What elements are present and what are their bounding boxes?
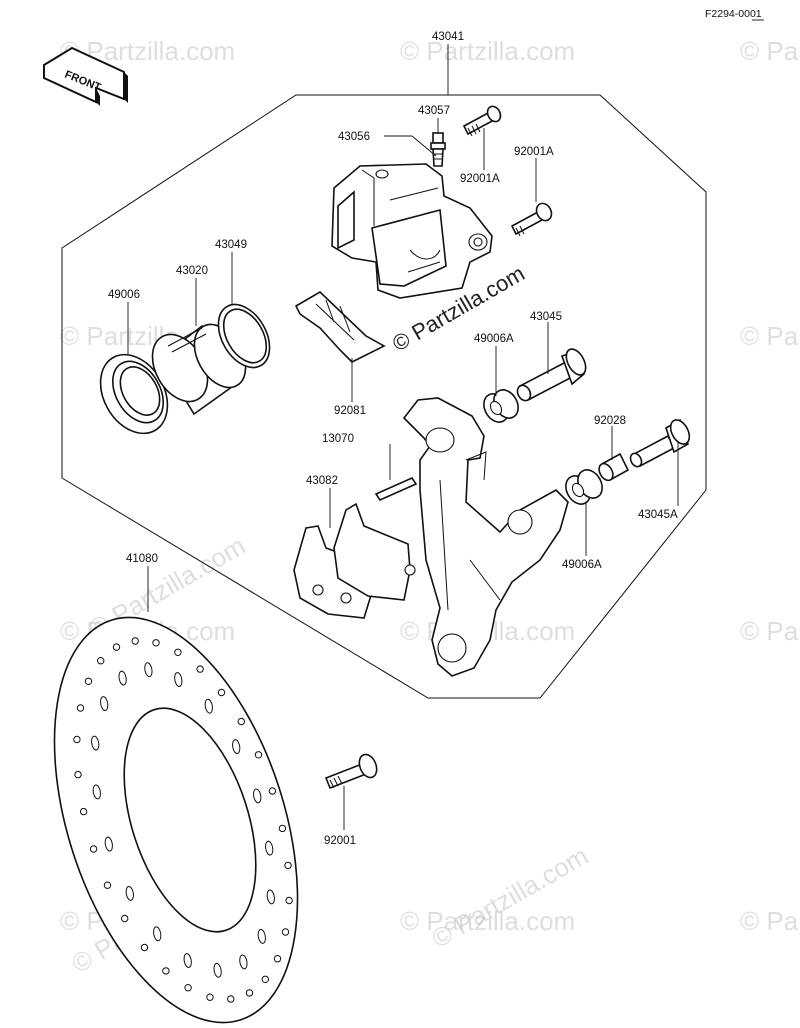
disc-vent-hole bbox=[273, 955, 282, 963]
disc-vent-hole bbox=[245, 989, 254, 997]
bolt-92001A-right bbox=[510, 202, 553, 237]
disc-vent-hole bbox=[281, 928, 290, 936]
label-49006A-upper: 49006A bbox=[474, 333, 514, 345]
pad-clip bbox=[374, 476, 418, 502]
disc-vent-hole bbox=[261, 975, 269, 983]
pad-spring bbox=[294, 291, 386, 363]
label-41080: 41080 bbox=[126, 553, 158, 565]
disc-vent-hole bbox=[153, 926, 162, 942]
disc-vent-hole bbox=[144, 662, 153, 678]
disc-vent-hole bbox=[89, 845, 98, 853]
disc-vent-hole bbox=[97, 657, 105, 665]
label-92081: 92081 bbox=[334, 405, 366, 417]
label-43041: 43041 bbox=[432, 31, 464, 43]
disc-vent-hole bbox=[285, 896, 293, 905]
reference-number: F2294-0001 bbox=[705, 8, 762, 20]
disc-vent-hole bbox=[76, 704, 85, 712]
sleeve bbox=[598, 452, 630, 482]
brake-pads bbox=[293, 502, 416, 619]
disc-vent-hole bbox=[213, 962, 222, 978]
part-labels: 43041 43057 43056 92001A 92001A 43049 43… bbox=[108, 31, 678, 847]
boot-lower bbox=[565, 469, 603, 505]
watermark: © Partzilla.com bbox=[400, 906, 575, 936]
disc-vent-hole bbox=[140, 943, 149, 952]
disc-vent-hole bbox=[162, 967, 170, 975]
disc-vent-hole bbox=[237, 717, 246, 726]
slide-pin-A bbox=[629, 418, 691, 468]
disc-vent-hole bbox=[92, 784, 101, 800]
label-43049: 43049 bbox=[215, 239, 247, 251]
disc-vent-hole bbox=[284, 861, 292, 870]
disc-vent-hole bbox=[254, 751, 263, 759]
watermark: © Partzilla.com bbox=[426, 840, 593, 954]
disc-vent-hole bbox=[152, 639, 160, 647]
leader-lines bbox=[127, 44, 679, 830]
label-43057: 43057 bbox=[418, 105, 450, 117]
disc-vent-hole bbox=[266, 889, 275, 905]
bleed-valve bbox=[430, 132, 446, 167]
watermark: © Partzilla.com bbox=[740, 36, 800, 66]
slide-pin bbox=[516, 348, 587, 402]
label-92028: 92028 bbox=[594, 415, 626, 427]
label-92001A-right: 92001A bbox=[514, 146, 554, 158]
label-43045A: 43045A bbox=[638, 509, 678, 521]
dust-seal bbox=[217, 303, 271, 369]
piston-seal bbox=[99, 353, 169, 435]
disc-vent-hole bbox=[73, 735, 81, 744]
disc-vent-hole bbox=[125, 885, 134, 901]
label-43045: 43045 bbox=[530, 311, 562, 323]
disc-vent-hole bbox=[239, 954, 248, 970]
disc-vent-hole bbox=[265, 840, 274, 856]
disc-vent-hole bbox=[183, 953, 192, 968]
disc-vent-hole bbox=[174, 672, 183, 687]
disc-vent-hole bbox=[278, 824, 287, 833]
disc-bolt bbox=[324, 753, 378, 790]
disc-vent-hole bbox=[84, 677, 93, 685]
disc-vent-hole bbox=[118, 670, 127, 686]
disc-vent-hole bbox=[257, 928, 266, 944]
disc-vent-hole bbox=[174, 648, 182, 656]
label-43056: 43056 bbox=[338, 131, 370, 143]
disc-vent-hole bbox=[253, 788, 262, 804]
label-43020: 43020 bbox=[176, 265, 208, 277]
disc-vent-hole bbox=[206, 993, 214, 1001]
disc-vent-hole bbox=[268, 787, 277, 795]
watermark: © Partzilla.com bbox=[400, 36, 575, 66]
front-arrow-icon: FRONT bbox=[43, 46, 128, 106]
disc-vent-hole bbox=[112, 643, 121, 651]
watermark: © Partzilla.com bbox=[740, 906, 800, 936]
disc-vent-hole bbox=[204, 698, 213, 714]
caliper-bracket bbox=[402, 397, 569, 677]
disc-vent-hole bbox=[103, 881, 112, 889]
bolt-92001A-top bbox=[462, 105, 502, 137]
label-49006: 49006 bbox=[108, 289, 140, 301]
caliper-body bbox=[331, 163, 493, 299]
watermark: © Partzilla.com bbox=[740, 616, 800, 646]
label-92001A-top: 92001A bbox=[460, 173, 500, 185]
disc-vent-hole bbox=[227, 995, 235, 1003]
disc-vent-hole bbox=[131, 637, 139, 645]
watermark: © Partzilla.com bbox=[740, 321, 800, 351]
label-92001: 92001 bbox=[324, 835, 356, 847]
label-43082: 43082 bbox=[306, 475, 338, 487]
assembly-outline bbox=[61, 94, 707, 699]
disc-vent-hole bbox=[184, 984, 192, 992]
disc-vent-hole bbox=[196, 665, 204, 673]
disc-vent-hole bbox=[74, 770, 82, 779]
disc-vent-hole bbox=[100, 696, 109, 712]
disc-vent-hole bbox=[217, 688, 226, 697]
label-49006A-lower: 49006A bbox=[562, 559, 602, 571]
disc-vent-hole bbox=[104, 836, 113, 852]
disc-vent-hole bbox=[232, 739, 241, 755]
disc-vent-hole bbox=[121, 914, 129, 923]
label-13070: 13070 bbox=[322, 433, 354, 445]
disc-vent-hole bbox=[91, 735, 100, 751]
brake-disc bbox=[53, 616, 299, 1024]
boot-upper bbox=[483, 389, 519, 423]
disc-vent-hole bbox=[79, 807, 88, 816]
